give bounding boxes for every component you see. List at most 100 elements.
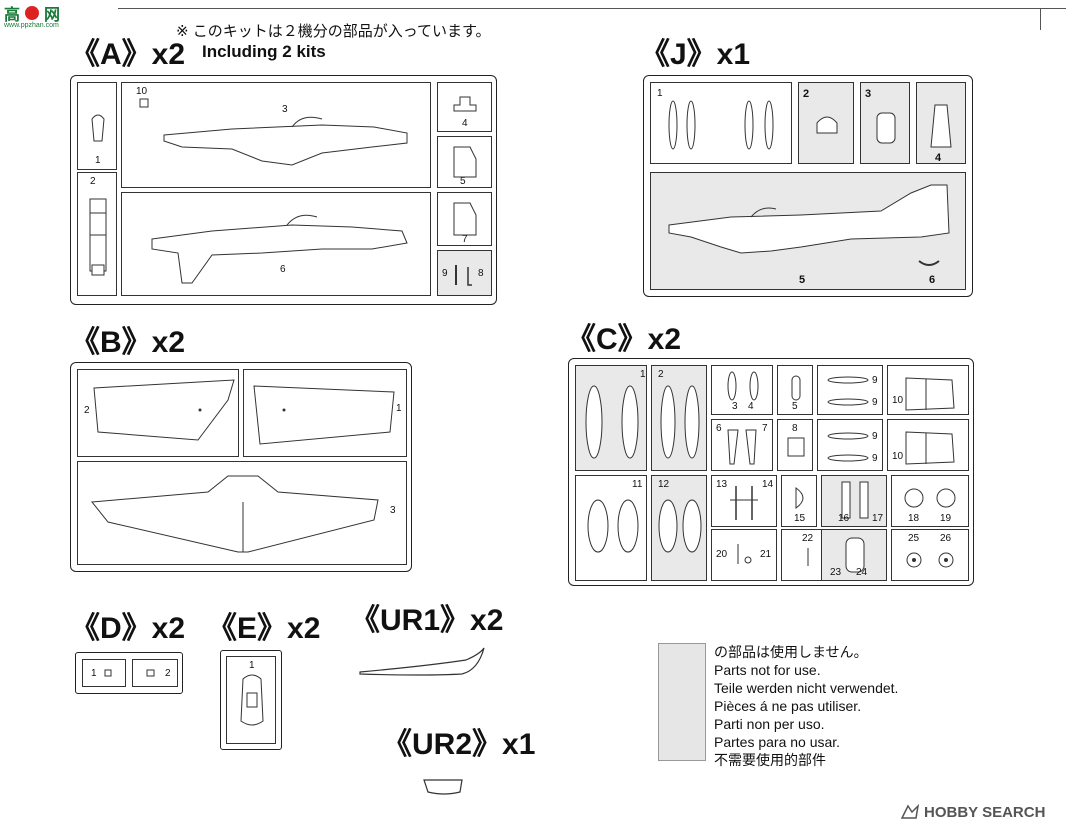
sprue-a-cell-6: 6 xyxy=(121,192,431,296)
sprue-a-cell-5: 5 xyxy=(437,136,492,188)
sprue-c-cell-10a: 10 xyxy=(887,365,969,415)
part-num: 21 xyxy=(760,549,772,560)
sprue-a-cell-2: 2 xyxy=(77,172,117,296)
sprue-c-cell-12: 12 xyxy=(651,475,707,581)
sprue-c-cell-10b: 10 xyxy=(887,419,969,471)
site-logo-icon: 高 网 xyxy=(4,5,60,24)
propeller-blade-icon xyxy=(668,100,774,150)
cockpit-floor-icon xyxy=(240,674,264,726)
clear-canopy-fuselage-icon xyxy=(668,184,950,266)
sprue-b-cell-2: 2 xyxy=(77,369,239,457)
hobby-search-text: HOBBY SEARCH xyxy=(924,803,1046,821)
sprue-b-label: 《B》x2 xyxy=(70,326,186,359)
sprue-a-cell-1: 1 xyxy=(77,82,117,170)
part-num: 19 xyxy=(940,513,952,524)
sprue-d-label: 《D》x2 xyxy=(70,612,186,645)
sprue-a-cell-8-9: 9 8 xyxy=(437,250,492,296)
unused-parts-swatch xyxy=(658,643,706,761)
part-num: 2 xyxy=(658,369,664,380)
part-num: 2 xyxy=(803,88,810,100)
sprue-c-cell-18-19: 18 19 xyxy=(891,475,969,527)
part-num: 13 xyxy=(716,479,728,490)
sprue-c-cell-15: 15 xyxy=(781,475,817,527)
part-num: 9 xyxy=(872,453,878,464)
kit-note-jp: ※ このキットは２機分の部品が入っています。 xyxy=(176,23,491,40)
sprue-c-cell-5: 5 xyxy=(777,365,813,415)
part-num: 3 xyxy=(282,104,288,115)
part-num: 8 xyxy=(478,268,484,279)
part-num: 4 xyxy=(935,152,942,164)
sprue-j-cell-5-6: 5 6 xyxy=(650,172,966,290)
part-num: 17 xyxy=(872,513,884,524)
part-num: 1 xyxy=(91,668,97,679)
sprue-d-cell-2: 2 xyxy=(132,659,178,687)
part-num: 20 xyxy=(716,549,728,560)
ur1-part-icon xyxy=(359,647,485,676)
part-num: 2 xyxy=(165,668,171,679)
sprue-a-label: 《A》x2 xyxy=(70,38,186,71)
sprue-b-frame: 2 1 3 xyxy=(70,362,412,572)
part-num: 25 xyxy=(908,533,920,544)
part-num: 8 xyxy=(792,423,798,434)
legend-line-es: Partes para no usar. xyxy=(714,734,841,750)
part-num: 18 xyxy=(908,513,920,524)
part-num: 26 xyxy=(940,533,952,544)
sprue-a-cell-7: 7 xyxy=(437,192,492,246)
sprue-d-frame: 1 2 xyxy=(75,652,183,694)
part-num: 23 xyxy=(830,567,842,578)
sprue-ur1-label: 《UR1》x2 xyxy=(350,604,504,637)
sprue-j-cell-3: 3 xyxy=(860,82,910,164)
sprue-a-frame: 1 2 10 3 6 4 5 7 9 8 xyxy=(70,75,497,305)
part-num: 4 xyxy=(748,401,754,412)
sprue-c-cell-8: 8 xyxy=(777,419,813,471)
fuselage-half-icon xyxy=(151,214,408,284)
sprue-a-cell-3: 10 3 xyxy=(121,82,431,188)
part-num: 4 xyxy=(462,118,468,129)
sprue-e-label: 《E》x2 xyxy=(207,612,321,645)
part-num: 10 xyxy=(892,395,904,406)
part-num: 5 xyxy=(792,401,798,412)
sprue-c-cell-1: 1 xyxy=(575,365,647,471)
sprue-c-cell-3-4: 3 4 xyxy=(711,365,773,415)
sprue-c-cell-16-17: 16 17 xyxy=(821,475,887,527)
part-num: 2 xyxy=(90,176,96,187)
sprue-c-label: 《C》x2 xyxy=(566,323,682,356)
site-logo: 高 网 www.ppzhan.com xyxy=(4,2,74,32)
part-num: 1 xyxy=(657,88,663,99)
part-num: 3 xyxy=(865,88,872,100)
part-num: 10 xyxy=(136,86,148,97)
part-num: 9 xyxy=(872,397,878,408)
legend-line-jp: の部品は使用しません。 xyxy=(714,644,868,660)
sprue-c-cell-20-21: 20 21 xyxy=(711,529,777,581)
part-num: 9 xyxy=(442,268,448,279)
sprue-ur2-label: 《UR2》x1 xyxy=(382,728,536,761)
legend-line-de: Teile werden nicht verwendet. xyxy=(714,680,899,696)
header-rule xyxy=(118,8,1066,9)
part-num: 1 xyxy=(95,155,101,166)
part-num: 12 xyxy=(658,479,670,490)
site-logo-text: www.ppzhan.com xyxy=(4,22,59,29)
sprue-c-cell-9a: 9 9 xyxy=(817,365,883,415)
sprue-j-frame: 1 2 3 4 5 6 xyxy=(643,75,973,297)
part-num: 6 xyxy=(716,423,722,434)
sprue-b-cell-3: 3 xyxy=(77,461,407,565)
svg-text:高: 高 xyxy=(4,5,20,24)
sprue-c-cell-13-14: 13 14 xyxy=(711,475,777,527)
part-num: 11 xyxy=(632,479,643,490)
part-num: 15 xyxy=(794,513,806,524)
sprue-e-cell-1: 1 xyxy=(226,656,276,744)
sprue-j-cell-1: 1 xyxy=(650,82,792,164)
part-num: 24 xyxy=(856,567,868,578)
wing-half-icon xyxy=(93,379,235,441)
part-num: 1 xyxy=(640,369,646,380)
header-rule-tick xyxy=(1040,8,1041,30)
part-num: 22 xyxy=(802,533,814,544)
part-num: 2 xyxy=(84,405,90,416)
sprue-c-cell-6-7: 6 7 xyxy=(711,419,773,471)
sprue-c-frame: 1 2 3 4 5 9 9 10 6 7 8 9 9 10 11 xyxy=(568,358,974,586)
sprue-d-cell-1: 1 xyxy=(82,659,126,687)
ur2-part-icon xyxy=(423,779,463,795)
sprue-j-cell-4: 4 xyxy=(916,82,966,164)
part-num: 1 xyxy=(396,403,402,414)
sprue-j-label: 《J》x1 xyxy=(640,38,751,71)
